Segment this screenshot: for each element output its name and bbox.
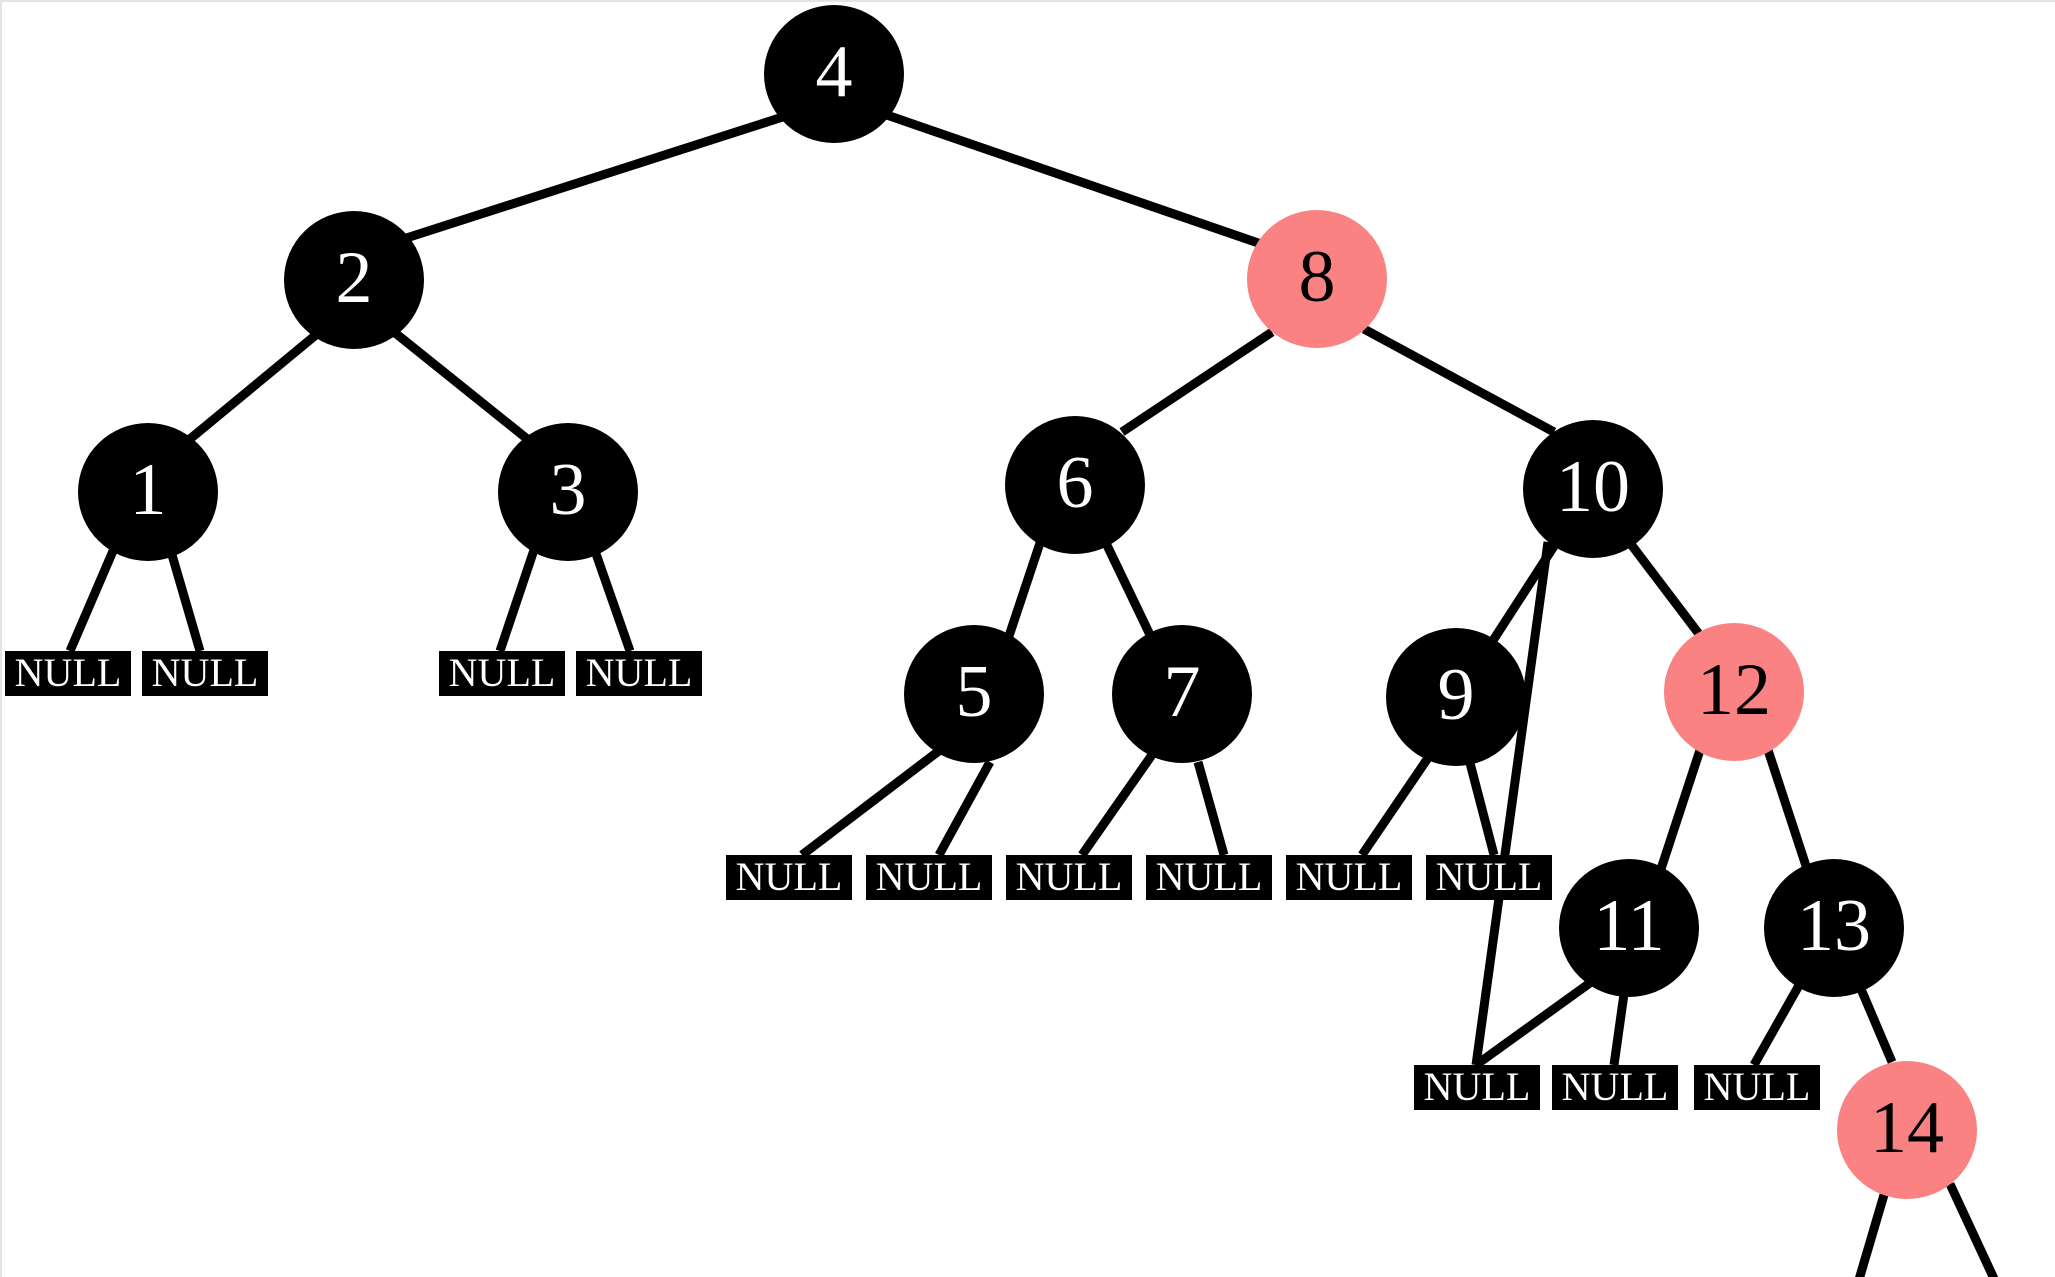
tree-node-label: 14 — [1870, 1087, 1944, 1169]
tree-node-8[interactable]: 8 — [1247, 210, 1387, 348]
tree-edge — [187, 330, 320, 443]
null-leaf-box: NULL — [1426, 855, 1552, 900]
tree-node-label: 9 — [1437, 654, 1475, 736]
tree-edge — [1761, 742, 1813, 874]
null-leaf-label: NULL — [448, 649, 556, 695]
null-leaf-label: NULL — [1561, 1063, 1669, 1109]
null-leaf-box: NULL — [142, 651, 268, 696]
tree-edge — [391, 328, 534, 446]
null-leaf-label: NULL — [875, 853, 983, 899]
tree-edge — [1358, 752, 1434, 858]
tree-edge — [589, 546, 635, 653]
null-leaf-box: NULL — [576, 651, 702, 696]
tree-node-14[interactable]: 14 — [1837, 1061, 1977, 1199]
tree-edge — [935, 759, 994, 858]
tree-node-label: 12 — [1697, 649, 1771, 731]
tree-edge — [1609, 993, 1629, 1066]
tree-node-5[interactable]: 5 — [904, 625, 1044, 763]
tree-node-label: 4 — [815, 31, 853, 113]
tree-node-12[interactable]: 12 — [1664, 623, 1804, 761]
tree-node-label: 10 — [1556, 446, 1630, 528]
null-leaf-label: NULL — [585, 649, 693, 695]
tree-edge — [1465, 761, 1499, 857]
null-leaf-box: NULL — [1286, 855, 1412, 900]
null-leaf-label: NULL — [1015, 853, 1123, 899]
null-leaf-label: NULL — [1155, 853, 1263, 899]
tree-node-13[interactable]: 13 — [1764, 859, 1904, 997]
null-leaf-box: NULL — [1694, 1065, 1820, 1110]
tree-node-6[interactable]: 6 — [1005, 416, 1145, 554]
tree-edge — [1099, 537, 1157, 641]
null-leaf-box: NULL — [1146, 855, 1272, 900]
tree-node-label: 3 — [549, 449, 587, 531]
tree-node-1[interactable]: 1 — [78, 423, 218, 561]
tree-node-2[interactable]: 2 — [284, 211, 424, 349]
tree-edge — [1119, 328, 1275, 436]
tree-edge — [165, 546, 205, 653]
tree-node-label: 11 — [1593, 885, 1665, 967]
null-leaf-label: NULL — [735, 853, 843, 899]
null-leaf-box: NULL — [1414, 1065, 1540, 1110]
tree-edge — [1002, 535, 1047, 644]
null-leaf-box: NULL — [866, 855, 992, 900]
tree-edge — [876, 107, 1266, 250]
tree-edge — [1471, 541, 1553, 1066]
null-leaf-label: NULL — [1703, 1063, 1811, 1109]
null-leaf-label: NULL — [1423, 1063, 1531, 1109]
tree-edge — [1855, 1186, 1891, 1277]
tree-node-label: 7 — [1163, 651, 1201, 733]
tree-edge — [495, 542, 541, 653]
null-leaf-label: NULL — [14, 649, 122, 695]
null-leaf-box: NULL — [439, 651, 565, 696]
tree-node-label: 13 — [1797, 885, 1871, 967]
null-leaf-box: NULL — [726, 855, 852, 900]
tree-edge — [65, 542, 121, 653]
tree-node-label: 6 — [1056, 442, 1094, 524]
tree-node-11[interactable]: 11 — [1559, 859, 1699, 997]
tree-node-label: 1 — [129, 449, 167, 531]
tree-node-3[interactable]: 3 — [498, 423, 638, 561]
tree-edge — [1473, 976, 1597, 1069]
tree-edge — [1193, 760, 1229, 857]
tree-edge — [1945, 1182, 1999, 1277]
tree-node-9[interactable]: 9 — [1386, 628, 1526, 766]
tree-node-label: 2 — [335, 237, 373, 319]
null-leaf-label: NULL — [151, 649, 259, 695]
tree-node-10[interactable]: 10 — [1523, 420, 1663, 558]
tree-edge — [1488, 537, 1562, 645]
tree-edge — [392, 109, 794, 247]
null-leaf-label: NULL — [1295, 853, 1403, 899]
tree-edge — [1655, 742, 1707, 874]
tree-node-label: 8 — [1298, 236, 1336, 318]
tree-node-4[interactable]: 4 — [764, 5, 904, 143]
tree-edge — [1853, 980, 1897, 1064]
tree-edge — [1078, 749, 1158, 858]
tree-edge — [1623, 536, 1706, 641]
tree-node-7[interactable]: 7 — [1112, 625, 1252, 763]
null-leaf-label: NULL — [1435, 853, 1543, 899]
tree-edge — [799, 743, 947, 859]
tree-node-label: 5 — [955, 651, 993, 733]
null-leaf-box: NULL — [1006, 855, 1132, 900]
null-leaf-box: NULL — [5, 651, 131, 696]
tree-edge — [1361, 325, 1557, 436]
null-leaf-box: NULL — [1552, 1065, 1678, 1110]
tree-edge — [1750, 977, 1806, 1068]
